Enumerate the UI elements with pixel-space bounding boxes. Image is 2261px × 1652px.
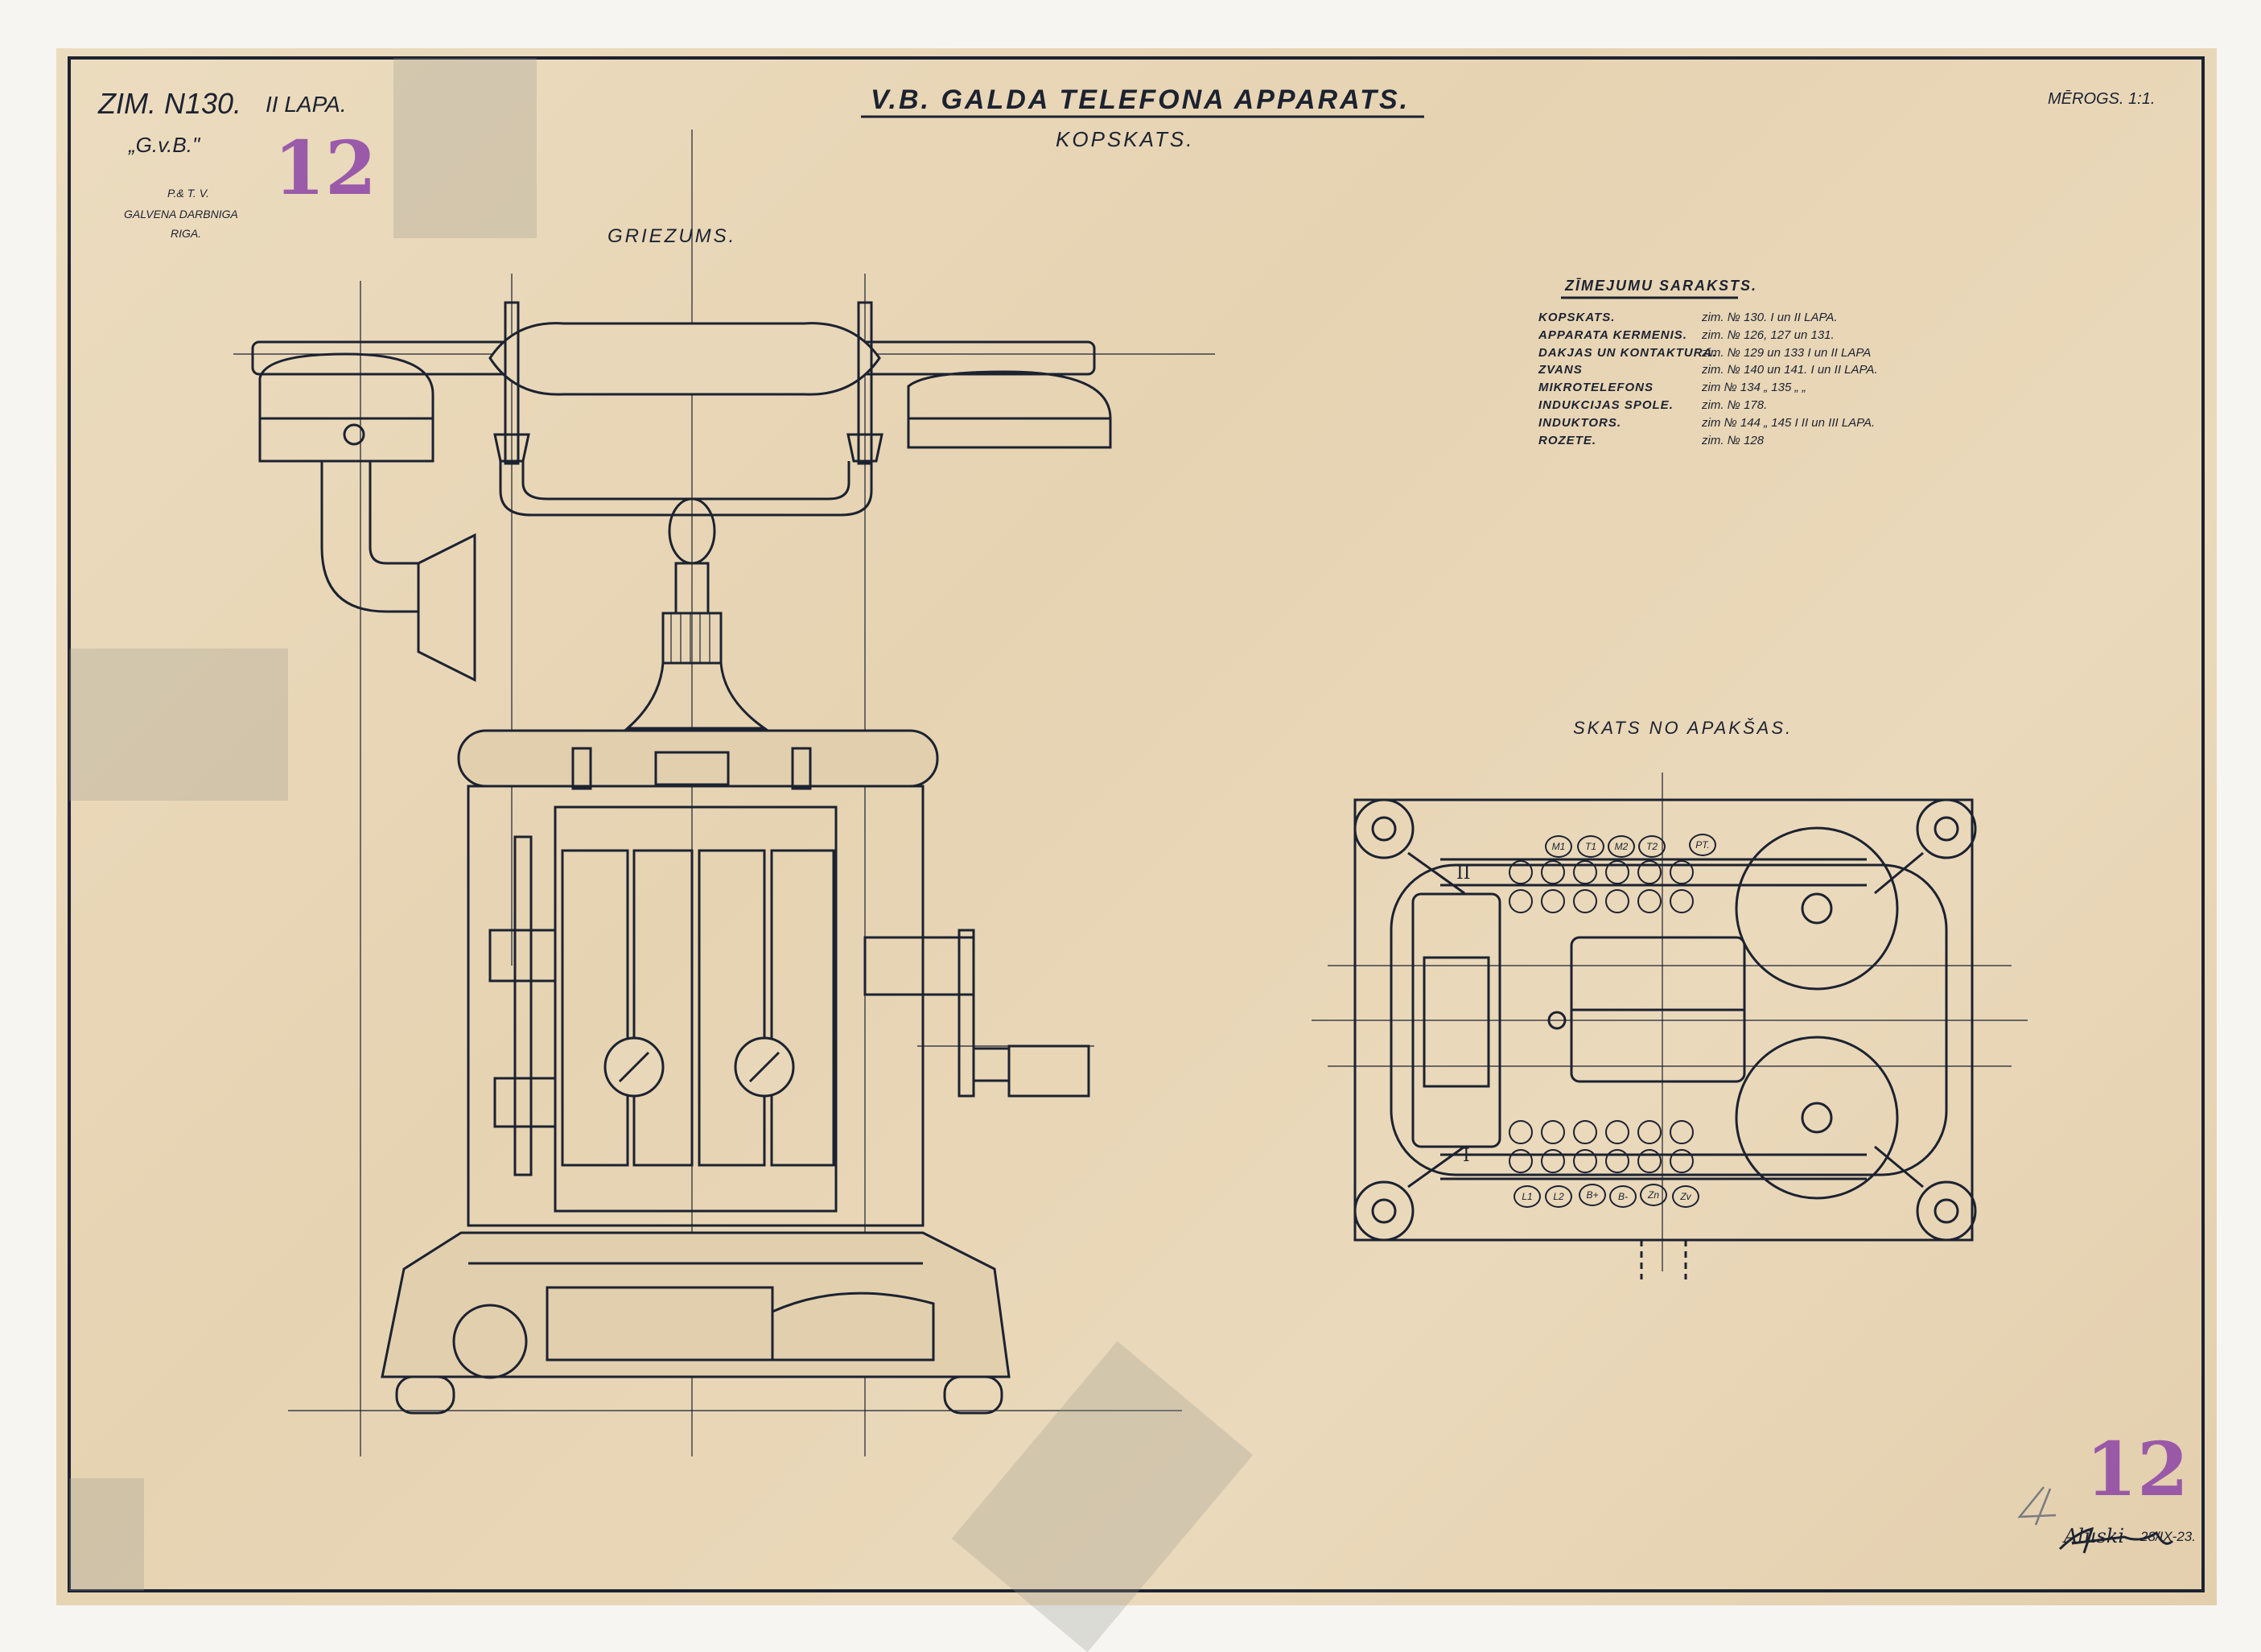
tape-left <box>69 649 288 801</box>
signature-date: 28/IX-23. <box>2140 1529 2196 1544</box>
pencil-four <box>2017 1486 2057 1526</box>
coil-mark-ii: II <box>1456 863 1471 884</box>
terminal-label: L1 <box>1514 1185 1541 1208</box>
terminal-label: M1 <box>1545 835 1572 858</box>
tape-bottom-left <box>69 1478 144 1591</box>
terminal-label: T2 <box>1638 835 1666 858</box>
scale-label: MĒROGS. 1:1. <box>2048 90 2156 108</box>
terminal-label: L2 <box>1545 1185 1572 1208</box>
drawing-number: ZIM. N130. <box>98 87 242 120</box>
org-line3: RIGA. <box>171 227 202 240</box>
stamp-number-bottom: 12 <box>2086 1426 2189 1513</box>
list-row: INDUKTORS.zim № 144 „ 145 I II un III LA… <box>1538 415 1876 430</box>
terminal-label: B- <box>1609 1185 1637 1208</box>
list-row: INDUKCIJAS SPOLE.zim. № 178. <box>1538 398 1768 412</box>
telephone-base <box>381 1231 1011 1415</box>
telephone-body <box>457 729 1090 1227</box>
handset <box>251 322 1112 682</box>
org-line1: P.& T. V. <box>167 187 209 200</box>
hook-fork <box>493 301 883 730</box>
list-row: DAKJAS UN KONTAKTURA.zim. № 129 un 133 I… <box>1538 345 1872 360</box>
bottom-view-label: SKATS NO APAKŠAS. <box>1573 718 1794 738</box>
terminal-label: PT. <box>1689 834 1716 856</box>
drawing-title: V.B. GALDA TELEFONA APPARATS. <box>871 84 1411 115</box>
list-row: KOPSKATS.zim. № 130. I un II LAPA. <box>1538 311 1838 324</box>
sheet-number: II LAPA. <box>266 92 347 117</box>
section-view-label: GRIEZUMS. <box>607 225 737 247</box>
list-row: ROZETE.zim. № 128 <box>1538 433 1765 447</box>
center-lines <box>233 130 2028 1456</box>
terminal-label: Zv <box>1672 1185 1699 1208</box>
code-label: „G.v.B." <box>129 133 200 157</box>
bottom-view-drawing <box>1353 798 1977 1279</box>
list-row: APPARATA KERMENIS.zim. № 126, 127 un 131… <box>1538 328 1835 342</box>
org-line2: GALVENA DARBNIGA <box>124 208 238 220</box>
terminal-label: B+ <box>1579 1184 1606 1206</box>
signature-mark <box>2058 1526 2174 1554</box>
coil-mark-i: I <box>1463 1146 1470 1166</box>
drawing-list-title: ZĪMEJUMU SARAKSTS. <box>1565 278 1758 294</box>
signature: Aluski <box>2064 1525 2124 1547</box>
stamp-number-top: 12 <box>274 125 377 212</box>
sheet-border <box>68 56 2205 1592</box>
terminal-label: Zn <box>1640 1184 1667 1206</box>
tape-top <box>393 58 537 238</box>
terminal-label: M2 <box>1608 835 1635 858</box>
terminal-label: T1 <box>1577 835 1604 858</box>
drawing-subtitle: KOPSKATS. <box>1056 127 1195 151</box>
drawing-list: KOPSKATS.zim. № 130. I un II LAPA. APPAR… <box>1538 309 1878 449</box>
